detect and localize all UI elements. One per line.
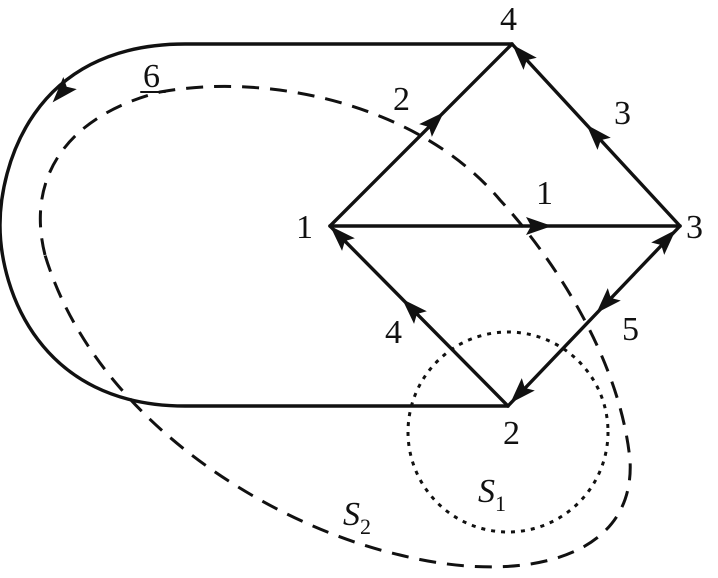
edge-3-label: 3 <box>614 95 631 132</box>
cutset-s1-subscript: 1 <box>495 491 506 516</box>
edge-4-label: 4 <box>385 314 402 351</box>
node-1-label: 1 <box>296 209 313 246</box>
edge-1-arrowhead <box>526 217 552 235</box>
node-2-label: 2 <box>503 415 520 452</box>
cutset-s1-letter: S <box>478 473 495 510</box>
edge-2-line <box>328 42 514 228</box>
cutset-s2-subscript: 2 <box>360 514 371 539</box>
cutset-s2-curve <box>38 84 632 569</box>
edge-4-arrowhead <box>402 299 427 324</box>
edge-6-label: 6 <box>143 58 160 95</box>
edge-3-arrowhead <box>586 124 611 150</box>
cutset-s2-letter: S <box>343 496 360 533</box>
edge-3-arrowhead-end <box>512 44 537 70</box>
edge-5-arrowhead-end <box>510 378 535 404</box>
edge-2-arrowhead <box>419 112 444 137</box>
edge-5-arrowhead <box>596 288 621 314</box>
edge-6-arrowhead <box>52 77 77 103</box>
cutset-s1-label: S1 <box>478 473 506 516</box>
edge-2-label: 2 <box>393 81 410 118</box>
edge-1-label: 1 <box>536 175 553 212</box>
cutset-s2-label: S2 <box>343 496 371 539</box>
edge-5-line <box>506 224 682 408</box>
edge-4-arrowhead-end <box>330 226 355 251</box>
node-4-label: 4 <box>500 1 517 38</box>
node-3-label: 3 <box>686 209 703 246</box>
cutset-s1-circle <box>406 330 610 534</box>
edge-6-path <box>0 42 514 408</box>
edge-5-arrowhead-start <box>651 229 676 255</box>
edge-5-label: 5 <box>622 311 639 348</box>
edge-4-line <box>328 224 510 408</box>
